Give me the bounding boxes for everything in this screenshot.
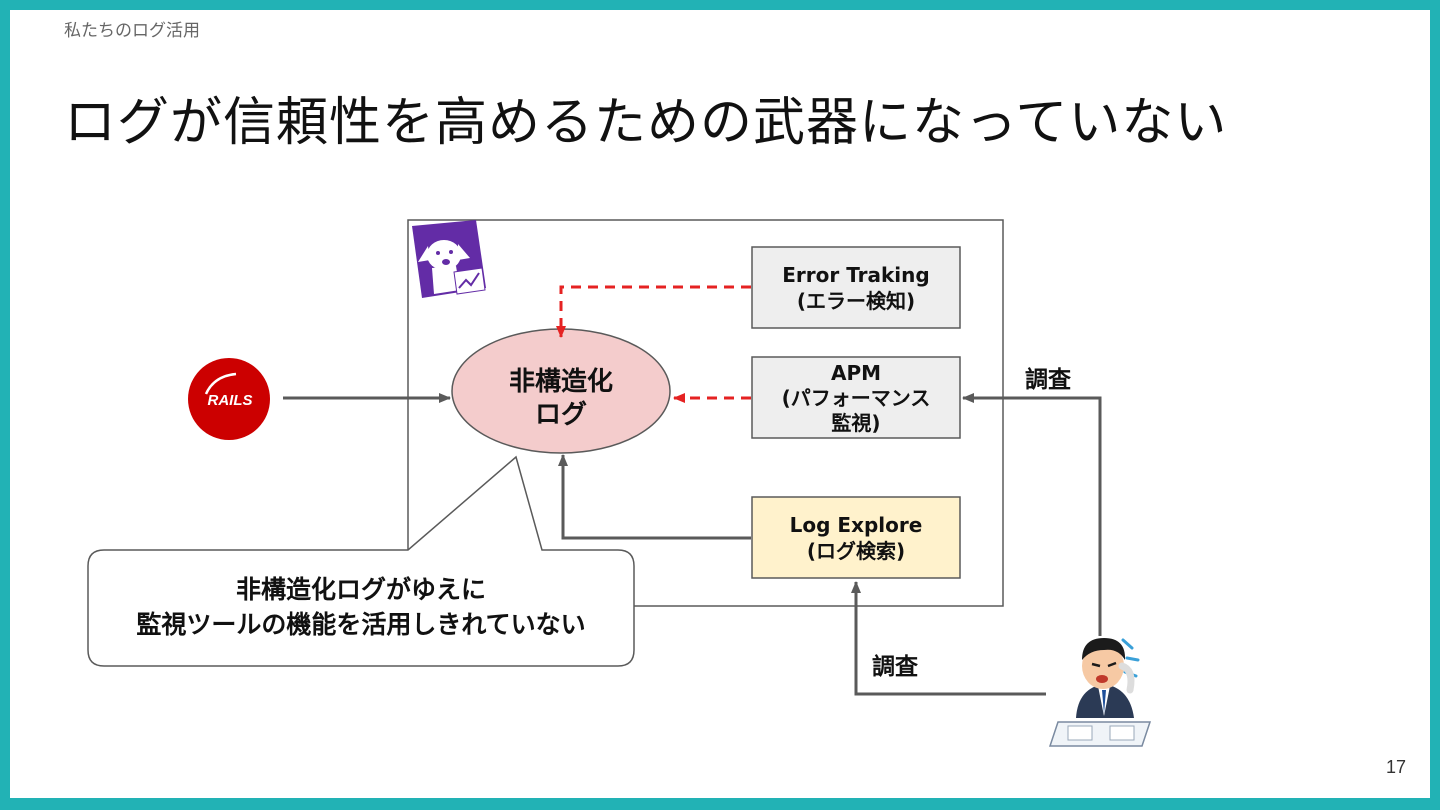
datadog-frame xyxy=(407,219,1004,607)
rails-logo-icon: RAILS xyxy=(188,358,270,440)
section-label: 私たちのログ活用 xyxy=(64,21,200,41)
phone-worker-icon xyxy=(1048,638,1152,747)
arrow-person-to-logexplore xyxy=(851,581,1046,696)
arrow-person-to-apm xyxy=(962,393,1102,636)
page-number: 17 xyxy=(1385,757,1406,777)
callout-text-line1: 非構造化ログがゆえに xyxy=(236,575,486,604)
unstructured-log-node: 非構造化 ログ xyxy=(451,328,671,454)
central-node-line1: 非構造化 xyxy=(509,367,613,397)
investigate-label-top: 調査 xyxy=(1025,366,1071,393)
callout-text-line2: 監視ツールの機能を活用しきれていない xyxy=(136,610,585,639)
arrow-logexplore-to-log xyxy=(558,454,751,540)
slide-title: ログが信頼性を高めるための武器になっていない xyxy=(64,93,1228,153)
investigate-label-bottom: 調査 xyxy=(872,653,918,680)
callout-balloon: 非構造化ログがゆえに 監視ツールの機能を活用しきれていない xyxy=(87,455,635,667)
central-node-line2: ログ xyxy=(535,400,587,430)
apm-line3: 監視) xyxy=(831,411,880,435)
datadog-dog-icon xyxy=(412,220,486,298)
error-tracking-box: Error Traking (エラー検知) xyxy=(751,246,961,329)
log-explore-line1: Log Explore xyxy=(790,513,923,537)
log-explore-box: Log Explore (ログ検索) xyxy=(751,496,961,579)
apm-line2: (パフォーマンス xyxy=(782,386,931,410)
apm-box: APM (パフォーマンス 監視) xyxy=(751,356,961,439)
apm-line1: APM xyxy=(831,361,881,385)
rails-logo-text: RAILS xyxy=(208,392,253,409)
arrow-error-to-log xyxy=(556,285,751,338)
log-flow-diagram: 非構造化ログがゆえに 監視ツールの機能を活用しきれていない RAILS 非構造化… xyxy=(87,219,1152,747)
error-tracking-line2: (エラー検知) xyxy=(797,289,915,313)
error-tracking-line1: Error Traking xyxy=(782,263,929,287)
log-explore-line2: (ログ検索) xyxy=(807,539,905,563)
slide: 私たちのログ活用 ログが信頼性を高めるための武器になっていない xyxy=(10,10,1430,798)
